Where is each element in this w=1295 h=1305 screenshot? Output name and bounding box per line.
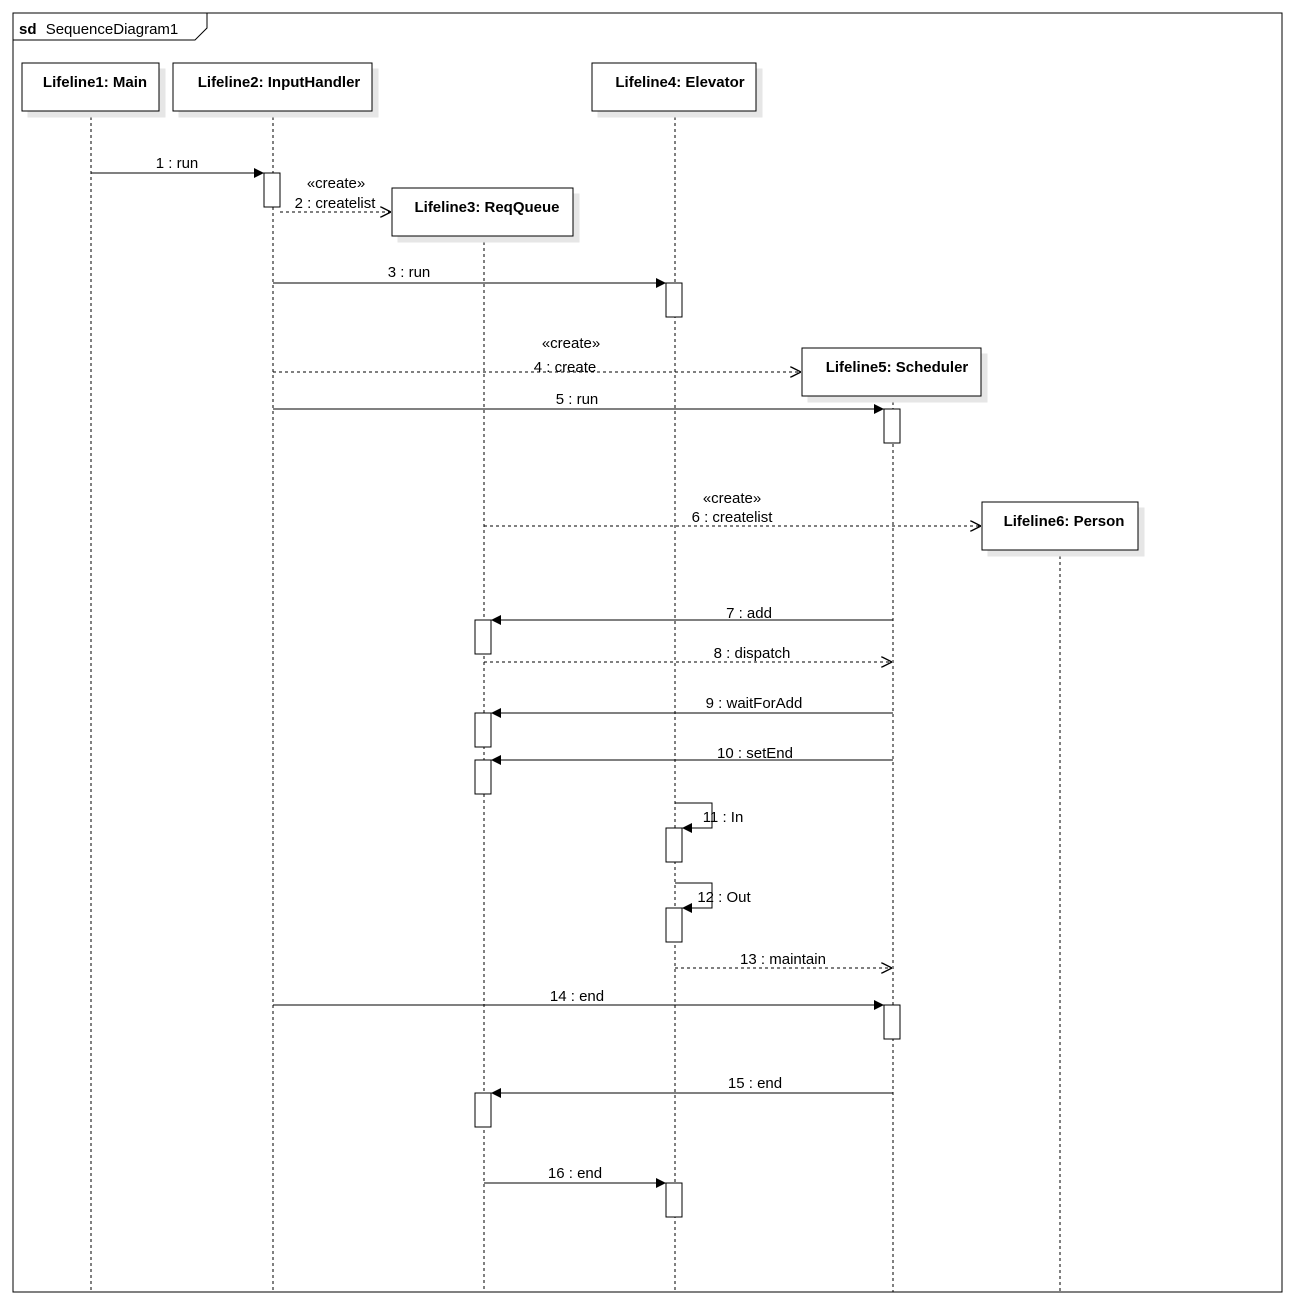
lifeline-person-box[interactable] [981,501,1139,551]
message-6-stereotype: «create» [703,490,761,507]
lifeline-elevator-box[interactable] [591,62,757,112]
activation-elevator-3 [665,282,683,318]
message-7[interactable]: 7 : add [491,605,893,625]
lifeline-elevator-title: Lifeline4: Elevator [615,74,744,91]
activation-reqqueue-9 [474,712,492,748]
message-12-arrow[interactable] [675,882,713,913]
activation-scheduler-5 [883,408,901,444]
lifeline-reqqueue-title: Lifeline3: ReqQueue [414,199,559,216]
message-1-label: 1 : run [156,155,199,172]
frame-name: SequenceDiagram1 [46,21,179,38]
message-1[interactable]: 1 : run [91,155,264,178]
message-3[interactable]: 3 : run [273,264,666,288]
sd-frame: sd SequenceDiagram1 [12,12,1283,1293]
lifeline-main-box[interactable] [21,62,160,112]
lifeline-reqqueue[interactable]: Lifeline3: ReqQueue [391,187,574,237]
activation-elevator-16 [665,1182,683,1218]
message-6-label: 6 : createlist [692,509,774,526]
message-4-label: 4 : create [534,359,597,376]
activation-reqqueue-7 [474,619,492,655]
message-9[interactable]: 9 : waitForAdd [491,695,893,718]
message-11-label: 11 : In [703,809,744,826]
message-10-label: 10 : setEnd [717,745,793,762]
message-13-label: 13 : maintain [740,951,826,968]
activation-scheduler-14 [883,1004,901,1040]
lifeline-scheduler-title: Lifeline5: Scheduler [826,359,969,376]
message-4-stereotype: «create» [542,335,600,352]
frame-kind: sd [19,21,37,38]
message-8[interactable]: 8 : dispatch [484,645,892,662]
message-14[interactable]: 14 : end [273,988,884,1010]
message-16-label: 16 : end [548,1165,602,1182]
message-10[interactable]: 10 : setEnd [491,745,893,765]
lifeline-main[interactable]: Lifeline1: Main [21,62,160,112]
lifeline-scheduler[interactable]: Lifeline5: Scheduler [801,347,982,397]
message-2-label: 2 : createlist [295,195,377,212]
lifeline-reqqueue-box[interactable] [391,187,574,237]
activation-bars [263,172,901,1218]
message-2-stereotype: «create» [307,175,365,192]
message-5[interactable]: 5 : run [273,391,884,414]
message-3-label: 3 : run [388,264,431,281]
message-14-label: 14 : end [550,988,604,1005]
lifeline-input-box[interactable] [172,62,373,112]
message-9-label: 9 : waitForAdd [706,695,803,712]
activation-reqqueue-10 [474,759,492,795]
activation-elevator-11 [665,827,683,863]
lifeline-elevator[interactable]: Lifeline4: Elevator [591,62,757,112]
message-12[interactable]: 12 : Out [675,882,752,913]
message-13[interactable]: 13 : maintain [675,951,892,968]
lifeline-input-title: Lifeline2: InputHandler [198,74,361,91]
lifeline-person-title: Lifeline6: Person [1004,513,1125,530]
message-4[interactable]: «create» 4 : create [273,335,801,376]
lifeline-scheduler-box[interactable] [801,347,982,397]
lifeline-person[interactable]: Lifeline6: Person [981,501,1139,551]
message-16[interactable]: 16 : end [484,1165,666,1188]
message-2[interactable]: «create» 2 : createlist [280,175,391,212]
lifeline-lines [90,111,1061,1292]
message-11[interactable]: 11 : In [675,802,744,833]
lifeline-main-title: Lifeline1: Main [43,74,147,91]
lifeline-input[interactable]: Lifeline2: InputHandler [172,62,373,112]
message-12-label: 12 : Out [697,889,751,906]
message-5-label: 5 : run [556,391,599,408]
message-7-label: 7 : add [726,605,772,622]
message-15-label: 15 : end [728,1075,782,1092]
frame-border [12,12,1283,1293]
message-15[interactable]: 15 : end [491,1075,893,1098]
activation-input-1 [263,172,281,208]
message-6[interactable]: «create» 6 : createlist [484,490,981,526]
frame-label-tab [13,13,208,41]
message-8-label: 8 : dispatch [714,645,791,662]
activation-reqqueue-15 [474,1092,492,1128]
message-11-arrow[interactable] [675,802,713,833]
activation-elevator-12 [665,907,683,943]
frame-label: sd SequenceDiagram1 [19,21,178,38]
